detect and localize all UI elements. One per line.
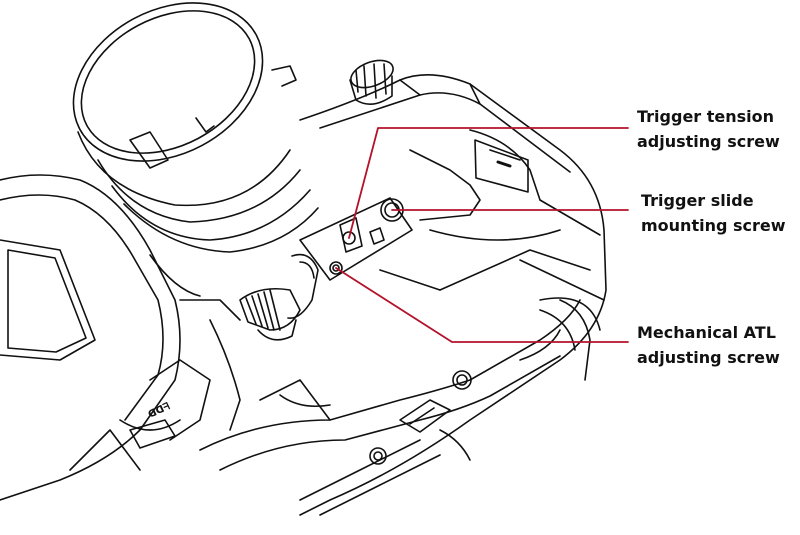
callout-line-1: Trigger tension bbox=[637, 107, 775, 126]
left-display-housing bbox=[0, 174, 211, 501]
main-body-housing bbox=[299, 74, 607, 516]
top-dial-knob bbox=[349, 59, 394, 105]
callout-line-2: adjusting screw bbox=[637, 132, 780, 151]
callout-line-2: mounting screw bbox=[641, 216, 786, 235]
right-bumper bbox=[539, 299, 591, 381]
bottom-rail bbox=[199, 299, 581, 516]
callout-label-trigger-slide: Trigger slide mounting screw bbox=[641, 188, 786, 238]
callout-line-trigger-tension bbox=[348, 127, 629, 239]
callout-line-2: adjusting screw bbox=[637, 348, 780, 367]
callout-label-trigger-tension: Trigger tension adjusting screw bbox=[637, 104, 780, 154]
trigger-mechanism bbox=[179, 253, 319, 431]
callout-line-mechanical-atl bbox=[335, 267, 629, 343]
eyepiece-barrel bbox=[72, 2, 319, 297]
callout-line-1: Mechanical ATL bbox=[637, 323, 776, 342]
callout-line-1: Trigger slide bbox=[641, 191, 754, 210]
adjustment-plate bbox=[299, 197, 413, 281]
callout-label-mechanical-atl: Mechanical ATL adjusting screw bbox=[637, 320, 780, 370]
